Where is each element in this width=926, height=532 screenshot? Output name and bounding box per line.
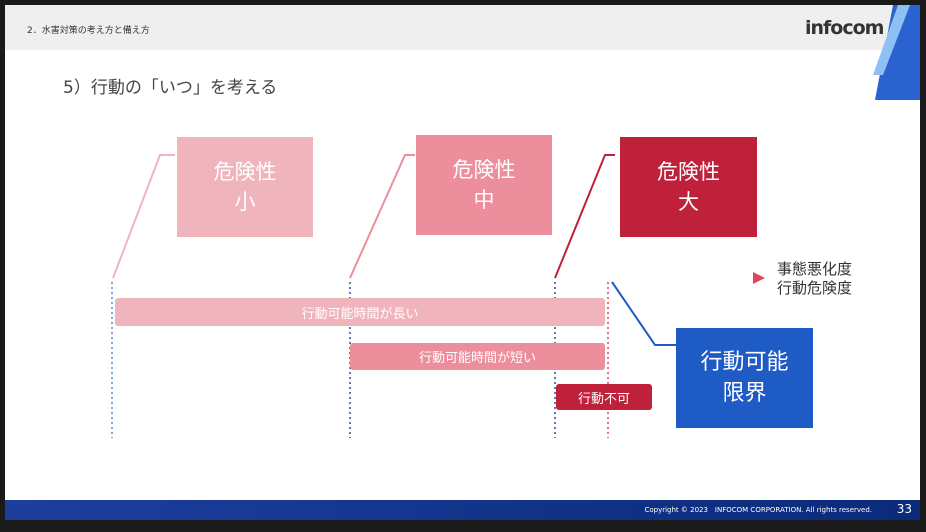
risk-box-medium: 危険性 中: [416, 135, 552, 235]
leader-large: [554, 154, 615, 279]
leader-medium: [349, 154, 415, 279]
axis-arrow: [753, 272, 765, 284]
risk-box-small: 危険性 小: [177, 137, 313, 237]
risk-box-large: 危険性 大: [620, 137, 757, 237]
section-title: 2．水害対策の考え方と備え方: [27, 26, 150, 36]
slide-header: 2．水害対策の考え方と備え方 infocom: [5, 5, 920, 50]
axis-label: 事態悪化度行動危険度: [777, 260, 852, 298]
diagram-lines: [80, 5, 920, 438]
bar-long: 行動可能時間が長い: [115, 298, 605, 326]
infocom-logo: infocom: [805, 17, 884, 39]
bar-impossible: 行動不可: [556, 384, 652, 410]
limit-box: 行動可能 限界: [676, 328, 813, 428]
page-title: 5）行動の「いつ」を考える: [63, 78, 278, 98]
leader-small: [112, 154, 175, 279]
axis-label-line: 事態悪化度: [777, 260, 853, 278]
slide: 2．水害対策の考え方と備え方 infocom 5）行動の「いつ」を考える 危険性…: [5, 5, 920, 520]
bar-short: 行動可能時間が短い: [350, 343, 605, 370]
page-number: 33: [896, 502, 912, 516]
corner-accent: [875, 5, 920, 100]
footer: Copyright © 2023 INFOCOM CORPORATION. Al…: [5, 500, 920, 520]
copyright: Copyright © 2023 INFOCOM CORPORATION. Al…: [644, 506, 872, 514]
axis-label-line: 行動危険度: [777, 279, 853, 297]
leader-limit: [611, 281, 676, 346]
corner-accent-light: [873, 5, 910, 75]
